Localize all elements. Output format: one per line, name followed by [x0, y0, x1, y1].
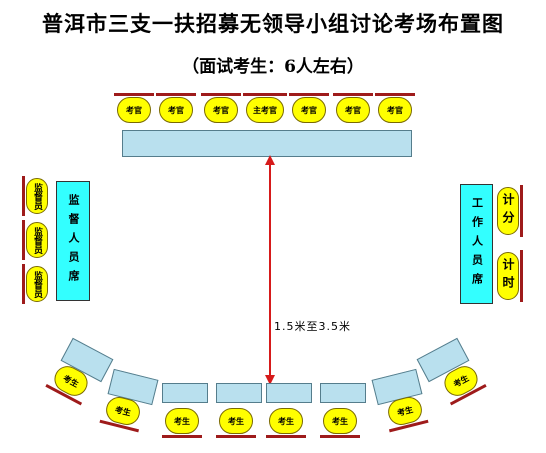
supervisor-seat-label: 监督员 — [32, 182, 42, 210]
supervisor-seat-label: 监督员 — [32, 270, 42, 298]
examiner-seat: 考官 — [289, 93, 329, 123]
scoring-seat: 计分 — [497, 185, 523, 237]
candidate-seat: 考生 — [216, 408, 256, 438]
examiner-seat: 考官 — [156, 93, 196, 123]
supervisor-seat: 监督员 — [22, 176, 48, 216]
supervisor-board: 监督人员席 — [56, 181, 90, 301]
diagram-title: 普洱市三支一扶招募无领导小组讨论考场布置图 — [42, 11, 504, 36]
supervisor-seat: 监督员 — [22, 264, 48, 304]
supervisor-seat-label: 监督员 — [32, 226, 42, 254]
candidate-seat: 考生 — [266, 408, 306, 438]
diagram-subtitle: （面试考生：6人左右） — [182, 57, 364, 77]
examiner-seat: 考官 — [333, 93, 373, 123]
supervisor-seat: 监督员 — [22, 220, 48, 260]
examiner-table — [122, 130, 412, 157]
examiner-seat: 考官 — [375, 93, 415, 123]
examiner-seat: 考官 — [201, 93, 241, 123]
timing-seat: 计时 — [497, 250, 523, 302]
staff-board: 工作人员席 — [460, 184, 493, 304]
candidate-seat: 考生 — [162, 408, 202, 438]
candidate-table — [320, 383, 366, 403]
chief-examiner-seat: 主考官 — [243, 93, 287, 123]
candidate-seat: 考生 — [320, 408, 360, 438]
candidate-table — [216, 383, 262, 403]
examiner-seat: 考官 — [114, 93, 154, 123]
candidate-table — [266, 383, 312, 403]
candidate-table — [162, 383, 208, 403]
distance-arrow — [265, 155, 275, 385]
distance-label: 1.5米至3.5米 — [274, 320, 351, 333]
